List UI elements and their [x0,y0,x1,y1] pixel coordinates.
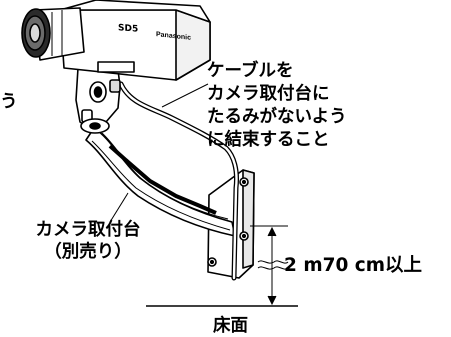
cable-instruction-note: ケーブルを カメラ取付台に たるみがないよう に結束すること [207,60,347,152]
cable [118,81,239,281]
note-line: に結束すること [207,130,330,150]
mount-label-line: （別売り） [44,242,132,262]
sd-logo: SD5 [118,23,139,35]
mount-label-line: カメラ取付台 [35,220,141,240]
note-line: カメラ取付台に [207,84,330,104]
height-label: 2 m70 cm以上 [284,255,423,276]
floor-label: 床面 [213,316,248,336]
camera-mount-label: カメラ取付台 （別売り） [13,219,163,263]
mount-leader [109,192,129,223]
note-line: たるみがないよう [207,107,347,127]
leader-lines [109,83,209,223]
mount-joint [75,65,121,134]
note-leader [161,83,209,108]
note-line: ケーブルを [207,61,294,81]
height-dimension [250,225,289,306]
cutoff-text-fragment: う [0,92,18,112]
camera [21,0,211,81]
